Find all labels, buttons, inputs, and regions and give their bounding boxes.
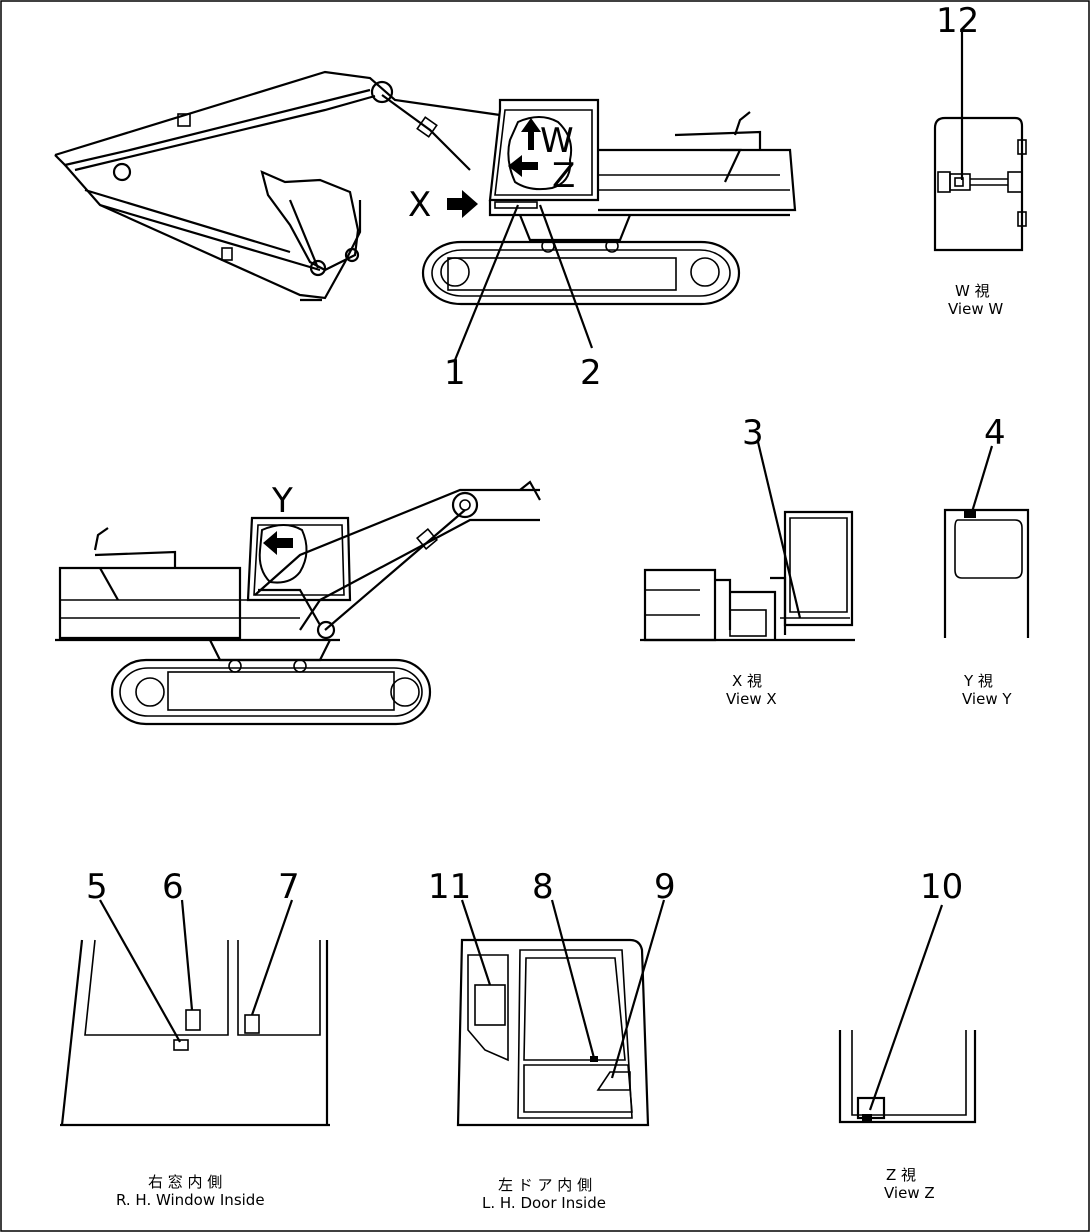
caption-view-z-jp: Z 視 xyxy=(886,1166,916,1184)
view-x-cab-front xyxy=(640,441,855,642)
arrow-up-icon xyxy=(521,118,541,150)
callout-10: 10 xyxy=(920,867,963,907)
callout-4: 4 xyxy=(984,413,1006,453)
caption-view-x-jp: X 視 xyxy=(732,672,762,690)
excavator-left-side-view xyxy=(54,70,797,306)
callout-3: 3 xyxy=(742,413,764,453)
view-letter-x: X xyxy=(408,185,431,225)
rh-window-inside xyxy=(60,899,330,1127)
caption-lh-door-jp: 左 ド ア 内 側 xyxy=(498,1176,592,1194)
caption-view-w: View W xyxy=(948,300,1003,318)
callout-12: 12 xyxy=(936,1,979,41)
view-z-cab-floor xyxy=(838,904,977,1124)
caption-view-y-jp: Y 視 xyxy=(963,672,993,690)
lh-door-inside xyxy=(456,899,666,1127)
callout-9: 9 xyxy=(654,867,676,907)
caption-view-y: View Y xyxy=(962,690,1012,708)
callout-2: 2 xyxy=(580,353,602,393)
caption-rh-window: R. H. Window Inside xyxy=(116,1191,265,1209)
arrow-left-icon xyxy=(508,155,538,177)
view-letter-y: Y xyxy=(271,481,293,521)
callout-6: 6 xyxy=(162,867,184,907)
callout-11: 11 xyxy=(428,867,471,907)
callout-8: 8 xyxy=(532,867,554,907)
arrow-left-icon-2 xyxy=(263,531,293,555)
caption-view-z: View Z xyxy=(884,1184,935,1202)
excavator-right-side-view xyxy=(55,480,541,726)
callout-5: 5 xyxy=(86,867,108,907)
view-letter-w: W xyxy=(540,121,574,161)
caption-rh-window-jp: 右 窓 内 側 xyxy=(148,1173,222,1191)
leader-line-2 xyxy=(538,204,594,349)
caption-view-x: View X xyxy=(726,690,777,708)
view-w-cab-top xyxy=(933,30,1027,252)
leader-line-1 xyxy=(453,204,520,361)
caption-lh-door: L. H. Door Inside xyxy=(482,1194,606,1212)
arrow-right-icon xyxy=(447,190,478,218)
view-y-cab-rear xyxy=(943,445,1030,638)
callout-7: 7 xyxy=(278,867,300,907)
callout-1: 1 xyxy=(444,353,466,393)
view-letter-z: Z xyxy=(552,156,575,196)
caption-view-w-jp: W 視 xyxy=(955,282,990,300)
